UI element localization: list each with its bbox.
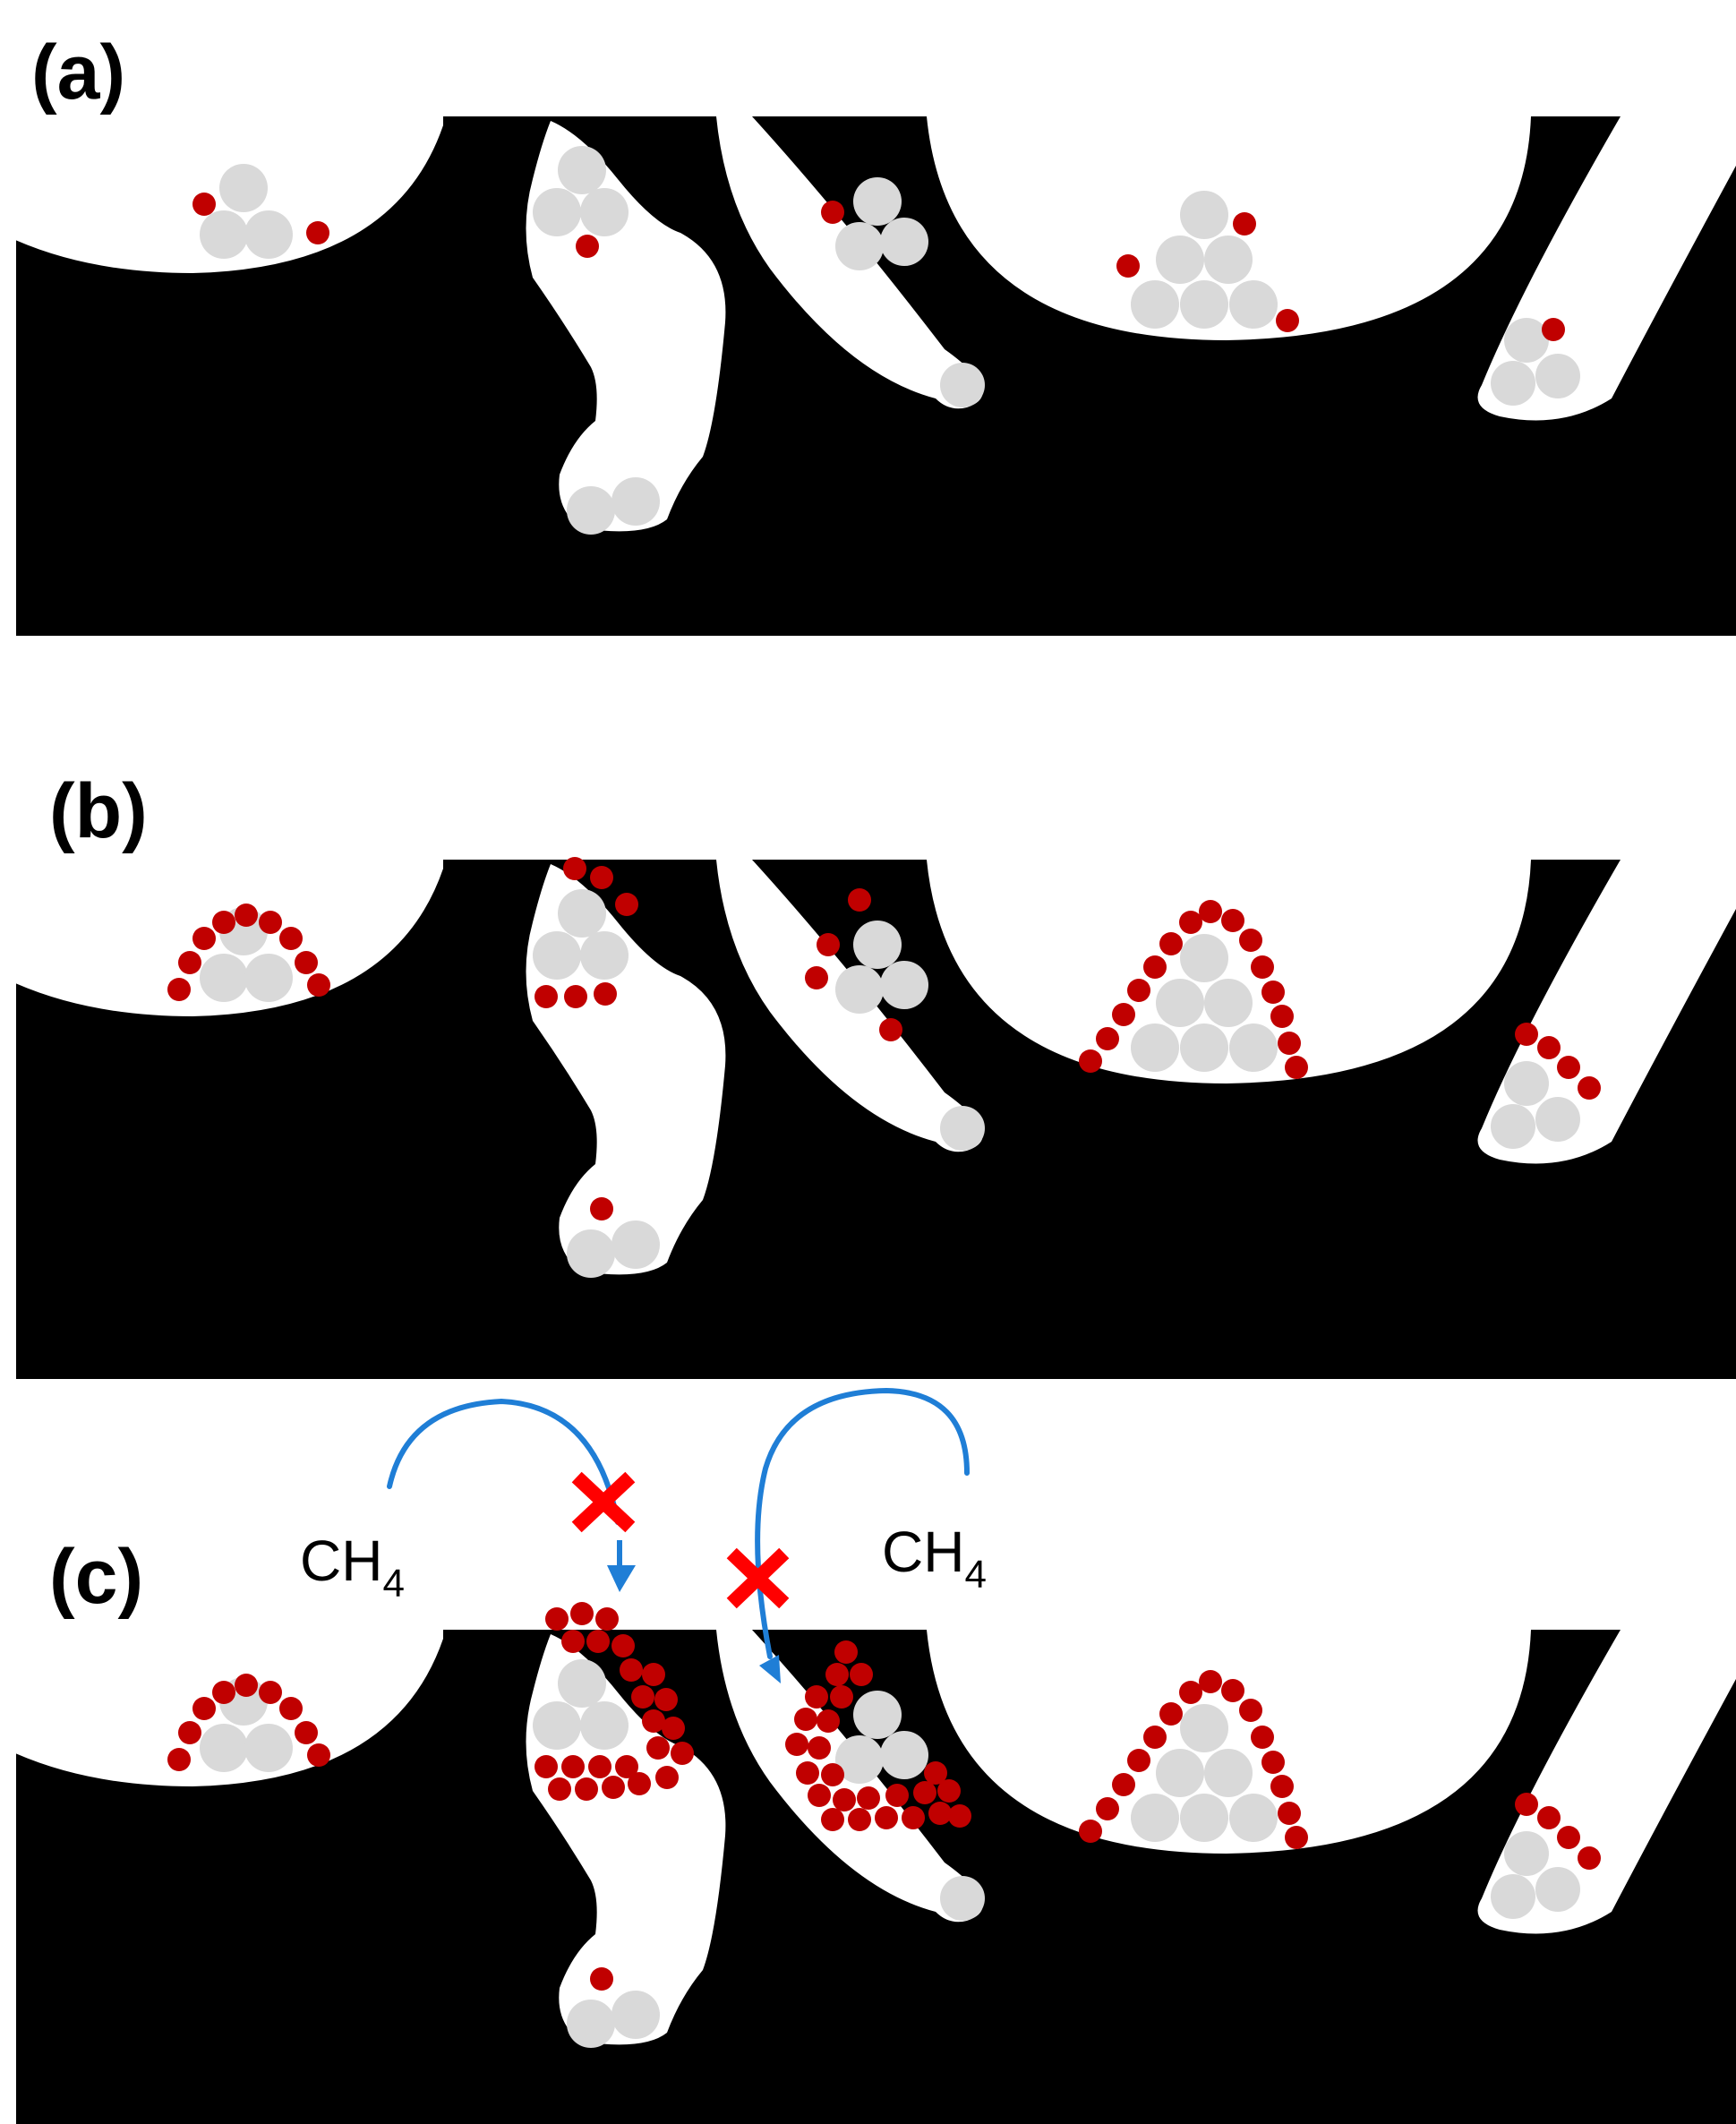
particle-cluster <box>200 1659 1580 2048</box>
flow-arrow-right <box>755 1387 970 1659</box>
red-x-icon <box>726 1547 790 1609</box>
adsorbed-molecules <box>167 1602 1601 1991</box>
gas-flow-annotations: CH4 CH4 <box>300 1387 987 1683</box>
panel-c: (c) <box>16 1387 1736 2124</box>
panel-a: (a) <box>16 30 1736 636</box>
gas-label-left: CH4 <box>300 1529 405 1606</box>
panel-b: (b) <box>16 768 1736 1379</box>
gas-label-right: CH4 <box>882 1520 987 1597</box>
panel-c-scene <box>16 1602 1736 2124</box>
panel-a-scene <box>16 116 1736 636</box>
arrowhead-left <box>607 1565 636 1592</box>
panel-label-b: (b) <box>49 768 148 854</box>
panel-label-a: (a) <box>31 30 125 116</box>
panel-label-c: (c) <box>49 1534 143 1620</box>
particle-cluster <box>200 146 1580 535</box>
adsorbed-molecules <box>167 857 1601 1220</box>
adsorbed-molecules <box>192 193 1565 341</box>
flow-arrow-left <box>387 1398 620 1525</box>
particle-cluster <box>200 889 1580 1278</box>
red-x-icon <box>571 1471 636 1533</box>
panel-b-scene <box>16 857 1736 1379</box>
arrowhead-right <box>759 1655 781 1683</box>
